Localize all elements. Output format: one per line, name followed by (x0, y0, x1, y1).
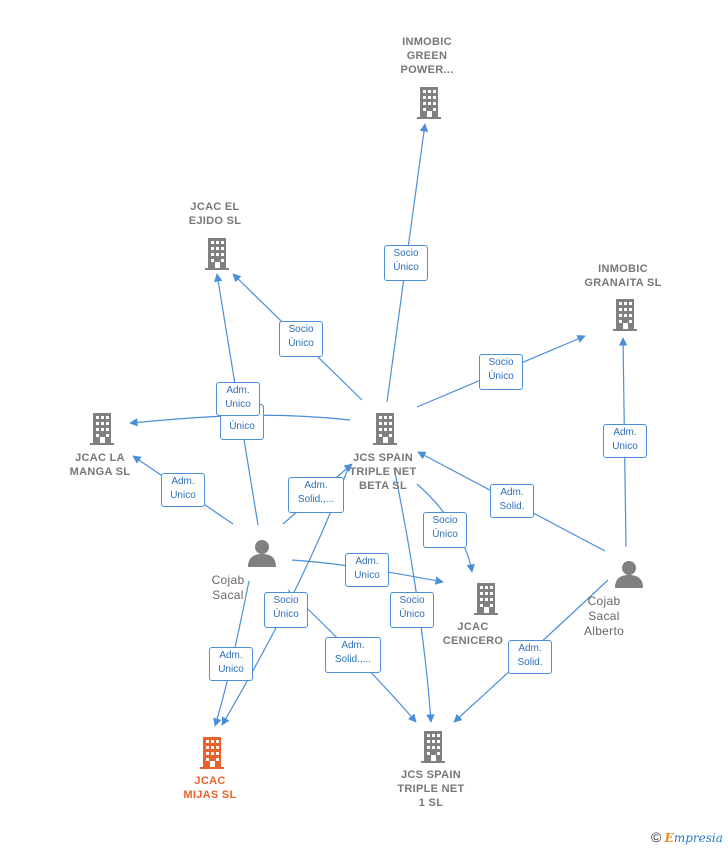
edge-tag-line: Socio (432, 515, 458, 526)
node-label-line: TRIPLE NET (349, 466, 417, 478)
edge-tag-line: Solid.,... (297, 494, 335, 505)
edge-tag-line: Único (488, 371, 514, 382)
node-label-line: Sacal (212, 588, 244, 602)
node-label-jcs-beta[interactable]: JCS SPAIN TRIPLE NET BETA SL (323, 451, 443, 493)
node-label-line: EJIDO SL (188, 215, 242, 227)
edge-tag-line: Adm. (613, 427, 637, 438)
node-label-line: JCAC (194, 775, 226, 787)
node-label-inmobic-granaita[interactable]: INMOBIC GRANAITA SL (563, 262, 683, 290)
edge-tag-line: Adm. (304, 480, 328, 491)
edge-tag-line: Único (229, 421, 255, 432)
node-label-line: INMOBIC (402, 36, 452, 48)
edge-tag-sacal-manga[interactable]: Adm. Unico (161, 473, 205, 507)
building-icon-jcac-ejido[interactable] (205, 238, 229, 270)
edge-tag-line: Solid.,... (334, 654, 372, 665)
building-icon-jcs-1[interactable] (421, 731, 445, 763)
edge-tag-alberto-granaita[interactable]: Adm. Unico (603, 424, 647, 458)
edge-tag-line: Solid. (517, 657, 543, 668)
node-label-jcac-ejido[interactable]: JCAC EL EJIDO SL (155, 200, 275, 228)
edge-tag-line: Adm. (518, 643, 542, 654)
node-label-jcac-cenicero[interactable]: JCAC CENICERO (413, 620, 533, 648)
edge-tag-sacal-ejido[interactable]: Adm. Unico (216, 382, 260, 416)
edge-tag-alberto-beta[interactable]: Adm. Solid. (490, 484, 534, 518)
edge-tag-line: Adm. (171, 476, 195, 487)
node-label-line: Cojab (587, 594, 621, 608)
edge-tag-line: Único (432, 529, 458, 540)
node-label-line: JCAC LA (75, 452, 125, 464)
copyright: © Empresia (651, 829, 723, 845)
node-label-jcac-manga[interactable]: JCAC LA MANGA SL (40, 451, 160, 479)
edge-tag-line: Socio (393, 248, 419, 259)
edge-tag-line: Adm. (226, 385, 250, 396)
node-label-line: JCS SPAIN (401, 769, 461, 781)
edge-tag-sacal-mijas[interactable]: Adm. Unico (209, 647, 253, 681)
building-icon-jcac-manga[interactable] (90, 413, 114, 445)
node-label-jcac-mijas[interactable]: JCAC MIJAS SL (150, 774, 270, 802)
building-icon-inmobic-green[interactable] (417, 87, 441, 119)
node-label-line: MIJAS SL (183, 789, 237, 801)
node-label-line: GREEN (406, 50, 448, 62)
node-label-line: TRIPLE NET (397, 783, 465, 795)
building-icon-jcac-cenicero[interactable] (474, 583, 498, 615)
node-label-line: POWER... (400, 64, 454, 76)
edge-tag-line: Único (288, 338, 314, 349)
edge-tag-line: Socio (273, 595, 299, 606)
edge-tag-line: Socio (399, 595, 425, 606)
edge-tag-sacal-cenicero[interactable]: Adm. Unico (345, 553, 389, 587)
node-label-line: BETA SL (359, 480, 407, 492)
edge-tag-line: Adm. (355, 556, 379, 567)
node-label-line: INMOBIC (598, 263, 648, 275)
node-label-line: JCAC (457, 621, 489, 633)
edge-tag-line: Socio (488, 357, 514, 368)
edge-tag-line: Unico (225, 399, 251, 410)
node-label-line: JCAC EL (190, 201, 240, 213)
brand-logo[interactable]: Empresia (664, 831, 723, 845)
edge-tag-alberto-1[interactable]: Adm. Solid. (508, 640, 552, 674)
person-icon-cojab-alberto[interactable] (615, 561, 643, 588)
node-label-line: JCS SPAIN (353, 452, 413, 464)
edge-tag-line: Adm. (500, 487, 524, 498)
edge-tag-line: Único (393, 262, 419, 273)
building-icon-inmobic-granaita[interactable] (613, 299, 637, 331)
node-label-line: CENICERO (442, 635, 504, 647)
node-label-line: GRANAITA SL (584, 277, 662, 289)
edge-tag-line: Unico (612, 441, 638, 452)
copyright-symbol: © (651, 829, 662, 845)
building-icon-jcs-beta[interactable] (373, 413, 397, 445)
node-label-inmobic-green[interactable]: INMOBIC GREEN POWER... (367, 35, 487, 77)
node-label-line: 1 SL (418, 797, 444, 809)
building-icon-jcac-mijas[interactable] (200, 737, 224, 769)
node-label-line: Sacal (588, 609, 620, 623)
person-icon-cojab-sacal[interactable] (248, 540, 276, 567)
edge-tag-sacal-beta[interactable]: Adm. Solid.,... (288, 477, 344, 513)
edge-tag-line: Solid. (499, 501, 525, 512)
edge-tag-line: Adm. (219, 650, 243, 661)
node-label-line: Cojab (211, 573, 245, 587)
edge-tag-line: Único (399, 609, 425, 620)
edge-tag-line: Adm. (341, 640, 365, 651)
edge-tag-line: Unico (354, 570, 380, 581)
node-label-line: Alberto (583, 624, 625, 638)
edge-tag-line: Unico (218, 664, 244, 675)
node-label-jcs-1[interactable]: JCS SPAIN TRIPLE NET 1 SL (371, 768, 491, 810)
edge-tag-sacal-1[interactable]: Adm. Solid.,... (325, 637, 381, 673)
node-label-line: MANGA SL (69, 466, 131, 478)
edge-tag-line: Único (273, 609, 299, 620)
edge-tag-line: Socio (288, 324, 314, 335)
edge-tag-line: Unico (170, 490, 196, 501)
